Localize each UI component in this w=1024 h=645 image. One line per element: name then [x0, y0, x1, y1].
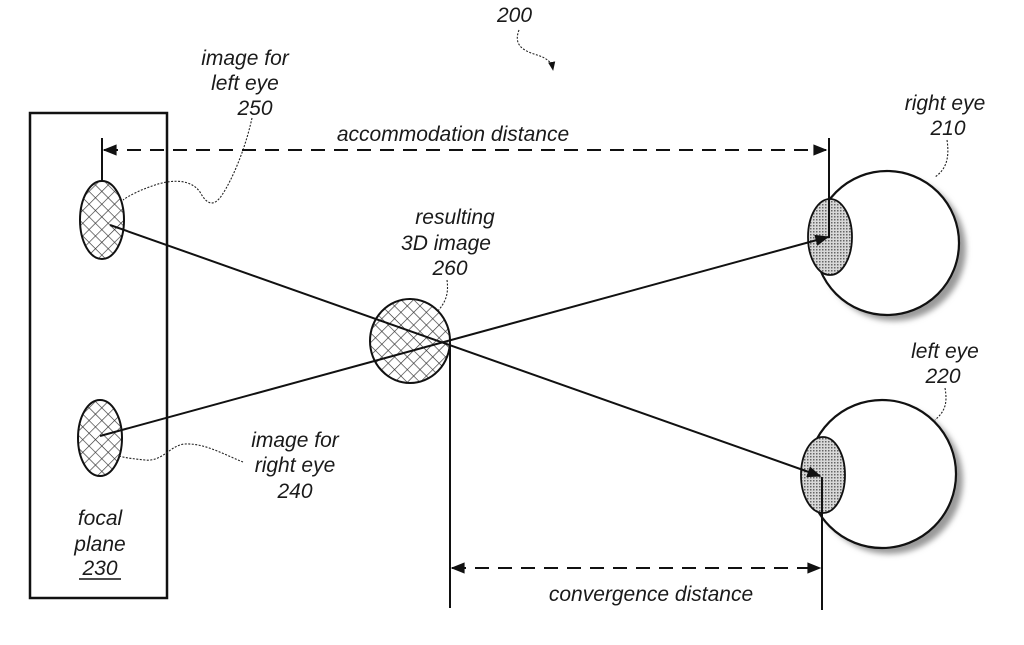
resulting-image-ref: 260: [431, 257, 467, 280]
right-eye-image-label-line1: image for: [251, 429, 340, 452]
focal-plane-ref: 230: [81, 557, 117, 580]
right-eye-leader: [934, 139, 949, 178]
left-eye-image-ellipse: [79, 180, 125, 260]
accommodation-distance-label: accommodation distance: [337, 123, 569, 146]
left-eye-image-label-line2: left eye: [211, 72, 279, 95]
left-eye-image-label-line1: image for: [201, 47, 290, 70]
right-eye-sight-line: [99, 234, 830, 437]
left-eye-image-ref: 250: [236, 97, 272, 120]
resulting-image-label-line2: 3D image: [401, 232, 491, 255]
left-eye-leader: [934, 387, 947, 421]
left-eye-image-leader: [122, 117, 253, 204]
right-eye-image-ref: 240: [276, 480, 312, 503]
focal-plane-label-line2: plane: [73, 533, 125, 556]
right-eye-ref: 210: [929, 117, 965, 140]
focal-plane-label-line1: focal: [78, 507, 124, 530]
resulting-image-leader: [436, 279, 449, 313]
right-eye-label: right eye: [905, 92, 986, 115]
right-eye-image-ellipse: [77, 399, 123, 477]
convergence-distance-label: convergence distance: [549, 583, 753, 606]
resulting-image-label-line1: resulting: [415, 206, 495, 229]
left-eye-sight-line: [109, 224, 822, 478]
left-eye-label: left eye: [911, 340, 979, 363]
right-eye-image-leader: [118, 443, 244, 463]
figure-ref-arrow: [516, 29, 556, 71]
focal-plane-box: [28, 111, 169, 600]
figure-ref-number: 200: [496, 4, 532, 27]
right-eye-image-label-line2: right eye: [255, 454, 336, 477]
left-eye-ref: 220: [924, 365, 960, 388]
